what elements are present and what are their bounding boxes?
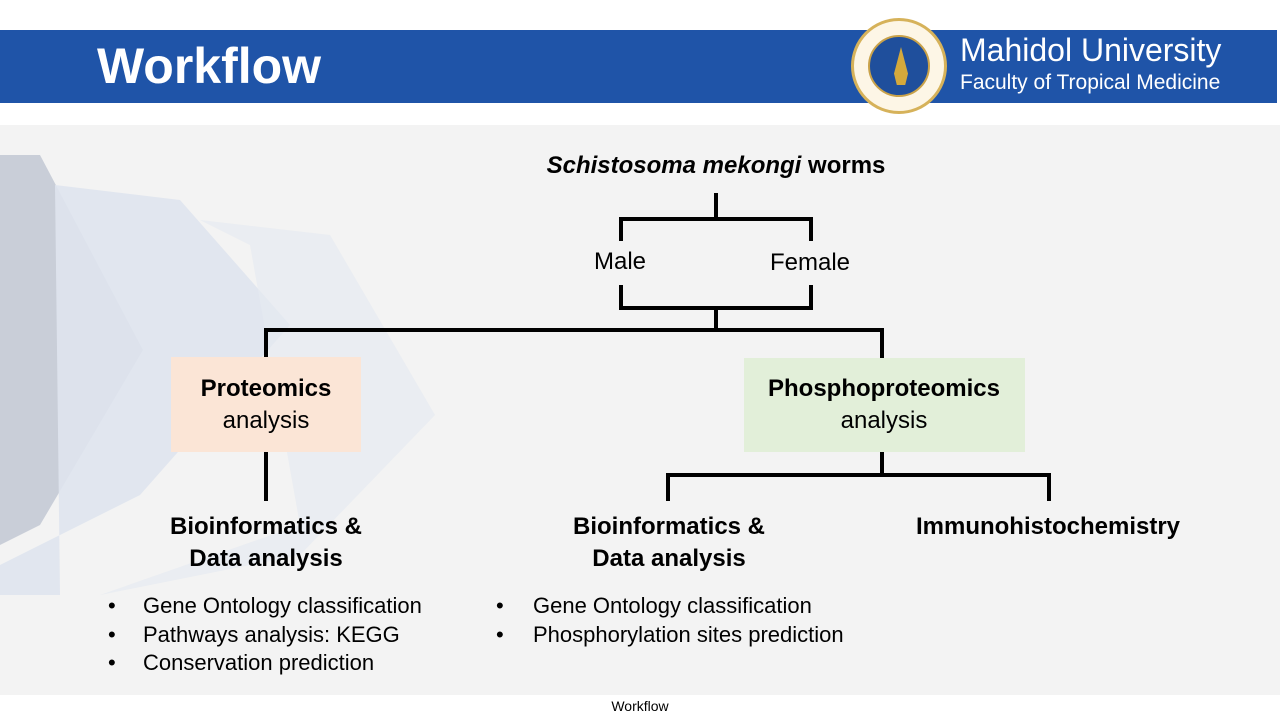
left-bioinformatics-line1: Bioinformatics & [169, 513, 363, 540]
bullet-marker: • [496, 622, 504, 647]
left-bullet-item: Conservation prediction [143, 650, 375, 675]
immunohistochemistry-label: Immunohistochemistry [915, 513, 1181, 540]
right-bullet-item: Gene Ontology classification [533, 593, 812, 618]
background-chevrons [0, 155, 435, 595]
bullet-marker: • [496, 593, 504, 618]
phosphoproteomics-box [744, 358, 1025, 452]
phosphoproteomics-subtitle: analysis [840, 407, 928, 434]
proteomics-box [171, 357, 361, 452]
right-bullet-item: Phosphorylation sites prediction [533, 622, 844, 647]
male-label: Male [593, 248, 647, 275]
female-label: Female [769, 249, 851, 276]
university-seal-logo [851, 18, 947, 114]
bullet-marker: • [108, 593, 116, 618]
content-panel [0, 125, 1280, 695]
university-name: Mahidol University [960, 32, 1222, 68]
bullet-marker: • [108, 650, 116, 675]
slide-title: Workflow [97, 38, 322, 94]
phosphoproteomics-title: Phosphoproteomics [767, 375, 1001, 402]
proteomics-subtitle: analysis [222, 407, 310, 434]
proteomics-title: Proteomics [200, 375, 332, 402]
left-bullet-item: Pathways analysis: KEGG [143, 622, 400, 647]
header-band [0, 30, 1277, 103]
connector-lines [264, 193, 1051, 501]
faculty-name: Faculty of Tropical Medicine [960, 71, 1221, 94]
left-bioinformatics-line2: Data analysis [189, 545, 343, 572]
bullet-marker: • [108, 622, 116, 647]
slide-footer: Workflow [611, 698, 669, 714]
root-node-label: Schistosoma mekongi worms [546, 152, 886, 179]
right-bioinformatics-line2: Data analysis [592, 545, 746, 572]
left-bullet-item: Gene Ontology classification [143, 593, 422, 618]
right-bioinformatics-line1: Bioinformatics & [572, 513, 766, 540]
